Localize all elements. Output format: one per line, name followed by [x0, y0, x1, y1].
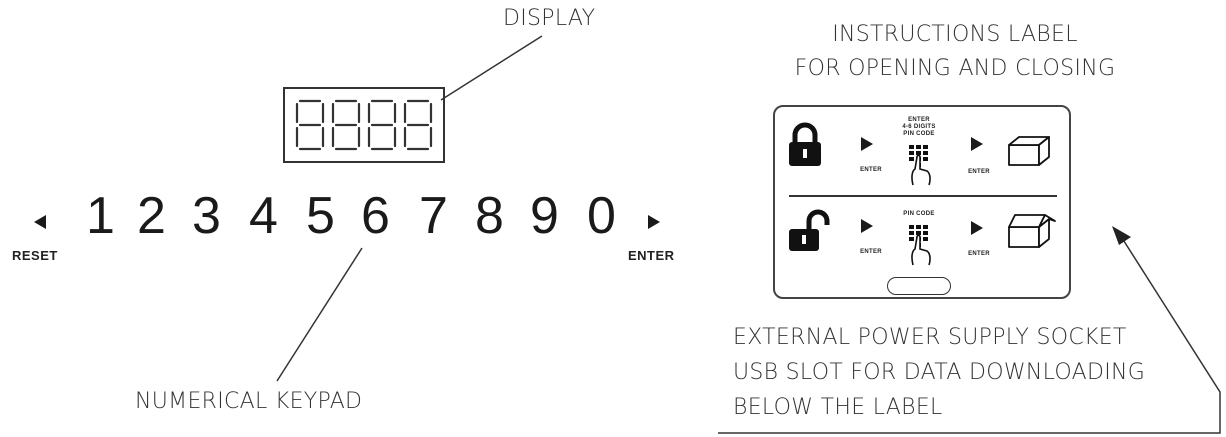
open-row-arrow-2-icon — [971, 221, 983, 235]
instructions-callout-line2: FOR OPENING AND CLOSING — [794, 56, 1116, 81]
keypad-hand-icon — [909, 145, 931, 186]
socket-callout-line1: EXTERNAL POWER SUPPLY SOCKET — [733, 325, 1127, 350]
close-row-pin-line2: 4-6 DIGITS — [902, 124, 936, 130]
socket-callout: EXTERNAL POWER SUPPLY SOCKET USB SLOT FO… — [733, 320, 1145, 425]
key-7[interactable]: 7 — [419, 187, 448, 245]
open-row-enter-2: ENTER — [968, 251, 990, 257]
display-callout: DISPLAY — [503, 6, 596, 31]
enter-label: ENTER — [628, 248, 675, 263]
key-8[interactable]: 8 — [475, 187, 504, 245]
key-5[interactable]: 5 — [306, 187, 335, 245]
key-2[interactable]: 2 — [137, 187, 166, 245]
key-4[interactable]: 4 — [249, 187, 278, 245]
keypad-hand-icon-2 — [909, 225, 931, 266]
key-3[interactable]: 3 — [192, 187, 221, 245]
socket-leader-arrowhead — [1112, 226, 1131, 245]
keypad-callout: NUMERICAL KEYPAD — [135, 389, 363, 414]
socket-callout-line2: USB SLOT FOR DATA DOWNLOADING — [733, 360, 1146, 385]
instructions-label-callout: INSTRUCTIONS LABEL FOR OPENING AND CLOSI… — [760, 18, 1150, 86]
instructions-callout-line1: INSTRUCTIONS LABEL — [832, 22, 1078, 47]
lock-open-icon — [789, 209, 830, 251]
open-row-arrow-1-icon — [861, 219, 873, 233]
instructions-label-panel: ENTER ENTER 4-6 DIGITS PIN CODE ENTER EN… — [773, 105, 1071, 299]
close-row-enter-1: ENTER — [860, 167, 882, 173]
open-row-enter-1: ENTER — [860, 249, 882, 255]
box-closed-icon — [1008, 136, 1050, 166]
enter-arrow-icon — [648, 215, 660, 229]
key-9[interactable]: 9 — [530, 187, 559, 245]
seven-segment-display-icon — [295, 99, 433, 151]
close-row-arrow-2-icon — [971, 137, 983, 151]
socket-callout-line3: BELOW THE LABEL — [733, 395, 943, 420]
lock-closed-icon — [789, 122, 821, 166]
reset-arrow-icon — [34, 215, 46, 229]
key-0[interactable]: 0 — [587, 187, 616, 245]
close-row-pin-line1: ENTER — [908, 117, 930, 123]
key-6[interactable]: 6 — [361, 187, 390, 245]
close-row-pin-line3: PIN CODE — [903, 131, 935, 137]
close-row-enter-2: ENTER — [968, 169, 990, 175]
box-open-icon — [1008, 214, 1056, 248]
display-leader-line — [440, 35, 543, 101]
reset-label: RESET — [12, 248, 58, 263]
digital-display — [283, 87, 445, 163]
enter-key[interactable]: ENTER — [628, 210, 690, 270]
panel-divider — [789, 195, 1057, 197]
close-row-arrow-1-icon — [861, 137, 873, 151]
reset-key[interactable]: RESET — [12, 210, 78, 270]
close-row-pin-instructions: ENTER 4-6 DIGITS PIN CODE — [889, 117, 949, 138]
keypad-leader-line — [276, 247, 363, 382]
usb-socket-slot — [887, 277, 951, 295]
open-row-pin-instructions: PIN CODE — [903, 211, 935, 217]
key-1[interactable]: 1 — [86, 187, 115, 245]
